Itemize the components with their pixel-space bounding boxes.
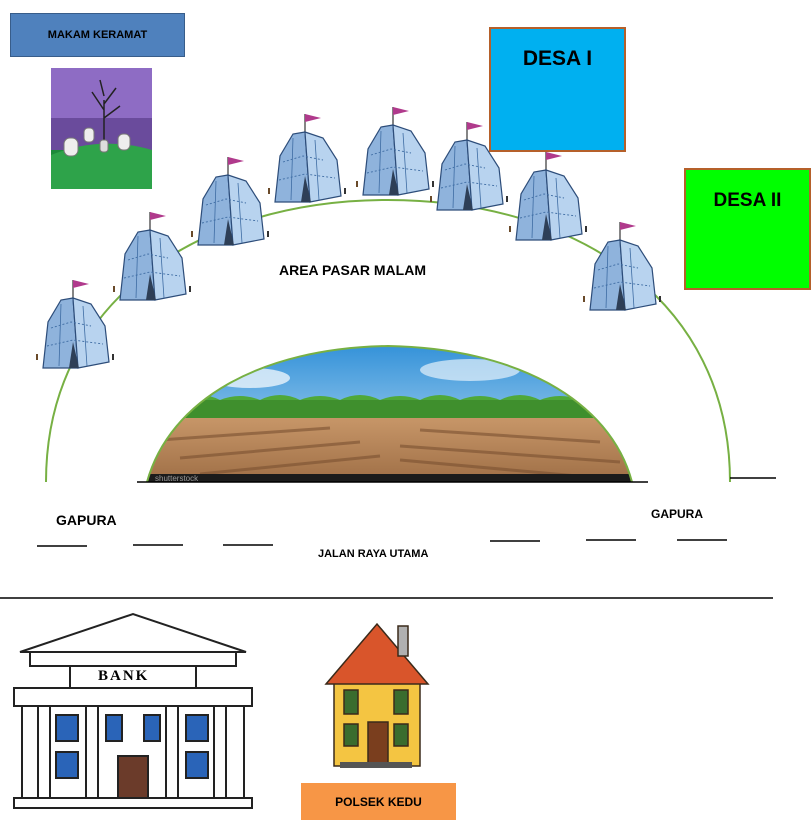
bank-sign-label: BANK	[98, 668, 150, 684]
jalan-raya-utama-label: JALAN RAYA UTAMA	[318, 548, 429, 560]
desa-2-box: DESA II	[684, 168, 811, 290]
tent-icon	[191, 156, 269, 246]
desa-2-label: DESA II	[713, 190, 782, 211]
field-scene-icon	[147, 346, 632, 482]
tent-icon	[509, 151, 587, 241]
polsek-kedu-label: POLSEK KEDU	[335, 794, 422, 809]
tent-icon	[583, 221, 661, 311]
tent-icon	[268, 113, 346, 203]
tent-icon	[113, 211, 191, 301]
makam-keramat-label: MAKAM KERAMAT	[47, 29, 148, 41]
desa-1-label: DESA I	[522, 47, 593, 70]
polsek-kedu-box: POLSEK KEDU	[301, 783, 456, 820]
watermark-label: shutterstock	[155, 474, 199, 483]
gapura-right-label: GAPURA	[651, 507, 704, 521]
makam-keramat-box: MAKAM KERAMAT	[10, 13, 185, 57]
cemetery-icon	[51, 68, 152, 189]
desa-1-box: DESA I	[489, 27, 626, 152]
gapura-left-label: GAPURA	[56, 512, 117, 528]
tent-icon	[36, 279, 114, 369]
house-icon	[324, 622, 430, 768]
area-pasar-malam-label: AREA PASAR MALAM	[279, 262, 426, 278]
bank-building-icon	[13, 612, 253, 809]
tent-icon	[356, 106, 434, 196]
